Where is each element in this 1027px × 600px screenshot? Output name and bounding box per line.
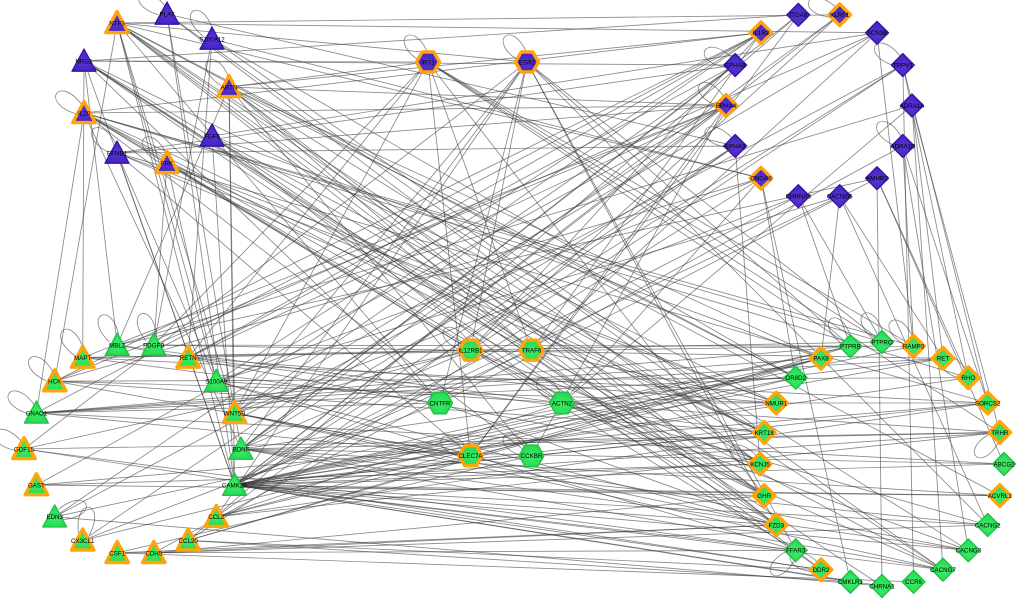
svg-text:NMUR1: NMUR1 [765,400,788,407]
svg-text:TRAF6: TRAF6 [522,348,542,355]
svg-text:CCKBR: CCKBR [521,453,543,460]
svg-text:CNGA3: CNGA3 [750,176,772,183]
svg-text:FZD3: FZD3 [769,522,785,529]
svg-text:PDGFB: PDGFB [143,343,164,350]
svg-text:FFAR3: FFAR3 [786,548,806,555]
svg-text:CACNG3: CACNG3 [955,548,981,555]
svg-text:SORCS2: SORCS2 [975,400,1001,407]
svg-text:MAPT: MAPT [74,355,91,362]
svg-text:RET: RET [937,356,950,363]
svg-text:S100A12: S100A12 [199,36,225,43]
svg-text:EDN3: EDN3 [46,514,63,521]
svg-text:ADRA1B: ADRA1B [890,143,915,150]
svg-text:MBL2: MBL2 [109,343,126,350]
svg-text:ACVRL1: ACVRL1 [988,493,1013,500]
svg-text:ABCG2: ABCG2 [994,461,1016,468]
svg-text:RETN: RETN [180,355,197,362]
svg-text:CMKLR1: CMKLR1 [838,579,864,586]
svg-text:PAX8: PAX8 [813,356,829,363]
svg-text:IRS1: IRS1 [421,59,435,66]
svg-text:S100A9: S100A9 [205,379,228,386]
svg-text:ACTN2: ACTN2 [552,400,573,407]
svg-text:ESR2: ESR2 [519,59,536,66]
svg-text:CSF1: CSF1 [109,550,125,557]
svg-text:EFNB1: EFNB1 [107,150,128,157]
svg-text:PTPRO: PTPRO [871,339,893,346]
svg-text:ARTN: ARTN [221,84,238,91]
svg-text:CNTFR: CNTFR [430,400,451,407]
svg-text:RHO: RHO [961,375,975,382]
svg-text:NRG1: NRG1 [75,58,93,65]
svg-text:KRT18: KRT18 [755,430,775,437]
svg-text:IL20: IL20 [78,110,91,117]
svg-text:WNT5B: WNT5B [224,410,246,417]
svg-text:CCL20: CCL20 [179,538,199,545]
svg-text:EPHA3: EPHA3 [725,143,746,150]
svg-text:GHR: GHR [757,493,771,500]
svg-text:CHRNA1: CHRNA1 [869,583,895,590]
svg-text:ADRA1A: ADRA1A [900,103,926,110]
svg-text:OR8D2: OR8D2 [785,375,806,382]
svg-text:CACNG5: CACNG5 [827,194,853,201]
svg-text:DDR2: DDR2 [813,567,830,574]
svg-text:HCK: HCK [48,379,62,386]
svg-text:EPHA4: EPHA4 [716,103,737,110]
svg-text:KLRF1: KLRF1 [830,12,850,19]
svg-text:CLEC7A: CLEC7A [458,453,483,460]
svg-text:FGF6: FGF6 [204,133,220,140]
svg-text:NTF3: NTF3 [109,20,125,27]
svg-text:IL12RB1: IL12RB1 [458,348,483,355]
svg-text:CAMK2A: CAMK2A [222,483,248,490]
svg-text:PTPRB: PTPRB [840,344,861,351]
svg-text:EPHA8: EPHA8 [725,63,746,70]
svg-text:CACNG7: CACNG7 [930,567,956,574]
svg-text:CHRNA3: CHRNA3 [786,194,812,201]
svg-text:TRHR: TRHR [991,430,1009,437]
svg-text:AMHR2: AMHR2 [866,176,888,183]
svg-text:GAST: GAST [28,483,45,490]
svg-text:CCL2: CCL2 [208,514,224,521]
svg-text:GDF15: GDF15 [14,446,35,453]
svg-text:TRPV1: TRPV1 [893,63,914,70]
svg-text:KCNJ5: KCNJ5 [750,461,770,468]
svg-text:SCN3B: SCN3B [867,30,888,37]
svg-text:ITGA8: ITGA8 [789,12,807,19]
svg-text:CACNG2: CACNG2 [975,522,1001,529]
svg-text:RAMP3: RAMP3 [903,344,925,351]
svg-text:PLAT: PLAT [159,11,174,18]
svg-text:GNAO1: GNAO1 [26,410,48,417]
svg-text:FRK: FRK [161,160,174,167]
svg-text:CX3CL1: CX3CL1 [71,538,95,545]
svg-text:CDH5: CDH5 [145,550,162,557]
svg-text:CCR6: CCR6 [905,579,922,586]
svg-text:IL1R2: IL1R2 [753,30,770,37]
svg-text:BDNF: BDNF [233,446,250,453]
